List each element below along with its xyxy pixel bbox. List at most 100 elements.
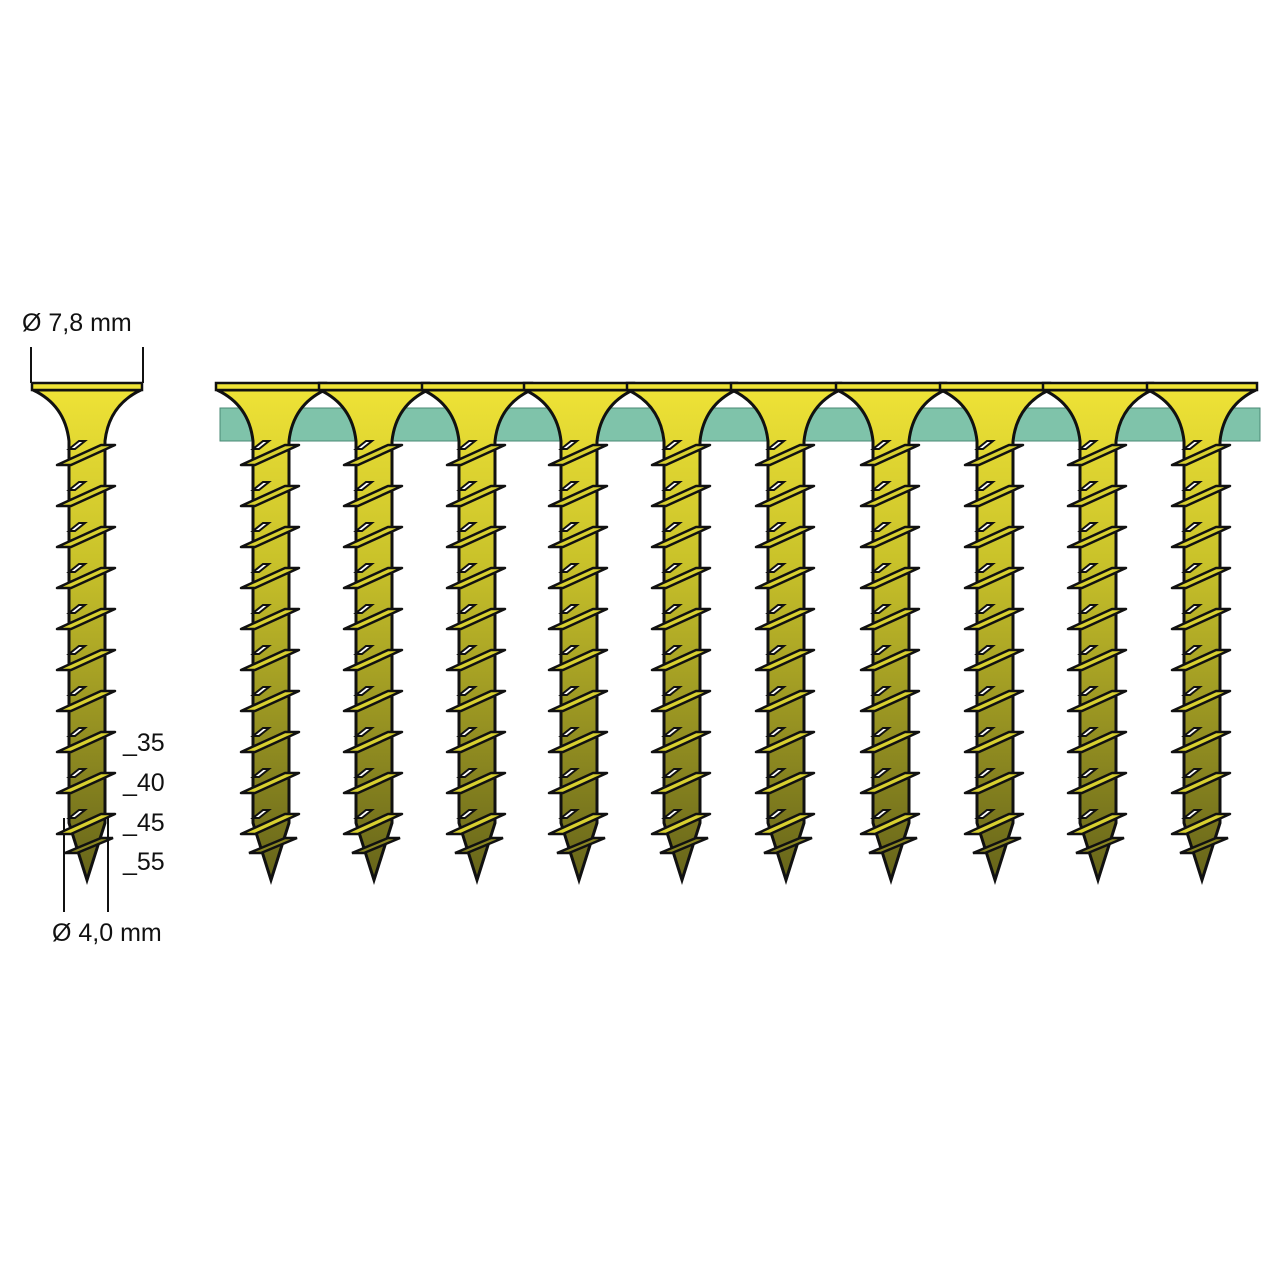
thread-back: [1181, 440, 1203, 450]
screw-head: [834, 381, 948, 392]
thread-back: [353, 604, 375, 614]
thread-back: [870, 686, 892, 696]
thread-back: [558, 522, 580, 532]
thread-back: [870, 481, 892, 491]
thread-back: [558, 481, 580, 491]
thread-back: [353, 727, 375, 737]
thread-back: [765, 522, 787, 532]
thread-back: [66, 604, 88, 614]
thread-back: [353, 563, 375, 573]
thread-back: [974, 645, 996, 655]
screw-thread: [754, 484, 816, 508]
screw-thread: [445, 689, 507, 713]
screw-thread: [963, 566, 1025, 590]
screw-thread: [445, 730, 507, 754]
screw-thread: [1170, 566, 1232, 590]
length-label-45: _45: [123, 809, 165, 837]
screw-shank: [1043, 388, 1153, 885]
screw-thread: [239, 607, 301, 631]
thread-back: [1077, 809, 1099, 819]
screw-shank: [731, 388, 841, 885]
thread-back: [661, 481, 683, 491]
screw-thread: [1066, 525, 1128, 549]
screw-thread: [754, 607, 816, 631]
screw-thread: [963, 689, 1025, 713]
thread-back: [1181, 481, 1203, 491]
thread-back: [456, 604, 478, 614]
thread-back: [870, 727, 892, 737]
screw-thread: [342, 689, 404, 713]
screw-thread: [1170, 607, 1232, 631]
screw-thread: [55, 648, 117, 672]
thread-back: [66, 727, 88, 737]
thread-back: [765, 604, 787, 614]
screw-thread: [547, 730, 609, 754]
thread-back: [558, 809, 580, 819]
screw-thread: [659, 836, 709, 855]
screw-thread: [55, 484, 117, 508]
thread-back: [765, 645, 787, 655]
thread-back: [250, 686, 272, 696]
screw-thread: [1066, 443, 1128, 467]
thread-back: [661, 727, 683, 737]
thread-back: [1077, 686, 1099, 696]
thread-back: [661, 768, 683, 778]
thread-back: [1181, 604, 1203, 614]
screw-thread: [650, 607, 712, 631]
thread-back: [765, 563, 787, 573]
screw-thread: [547, 566, 609, 590]
screw-thread: [1066, 689, 1128, 713]
screw-thread: [754, 443, 816, 467]
thread-back: [456, 809, 478, 819]
screw-thread: [547, 443, 609, 467]
screw-thread: [342, 484, 404, 508]
shank-diameter-label: Ø 4,0 mm: [52, 919, 162, 947]
thread-back: [66, 563, 88, 573]
screw-thread: [972, 836, 1022, 855]
screw-thread: [859, 812, 921, 836]
screw-shank: [524, 388, 634, 885]
length-label-55: _55: [123, 848, 165, 876]
screw-thread: [754, 771, 816, 795]
screw-thread: [239, 812, 301, 836]
thread-back: [765, 768, 787, 778]
screw-shank: [32, 388, 142, 885]
strip-screw-5: [625, 381, 739, 885]
screw-thread: [556, 836, 606, 855]
screw-thread: [64, 836, 114, 855]
screw-thread: [1170, 525, 1232, 549]
screw-thread: [55, 566, 117, 590]
screw-thread: [859, 484, 921, 508]
screw-thread: [963, 607, 1025, 631]
thread-back: [1077, 727, 1099, 737]
thread-back: [1077, 604, 1099, 614]
thread-back: [765, 686, 787, 696]
thread-back: [870, 809, 892, 819]
thread-back: [250, 481, 272, 491]
screw-thread: [342, 607, 404, 631]
thread-back: [870, 645, 892, 655]
screw-thread: [445, 607, 507, 631]
strip-screw-3: [420, 381, 534, 885]
screw-thread: [248, 836, 298, 855]
thread-back: [250, 727, 272, 737]
screw-thread: [754, 566, 816, 590]
thread-back: [1077, 522, 1099, 532]
thread-back: [661, 563, 683, 573]
thread-back: [870, 768, 892, 778]
thread-back: [456, 522, 478, 532]
screw-thread: [445, 525, 507, 549]
screw-thread: [55, 689, 117, 713]
thread-back: [1077, 645, 1099, 655]
screw-thread: [868, 836, 918, 855]
thread-back: [558, 768, 580, 778]
thread-back: [353, 686, 375, 696]
thread-back: [1077, 768, 1099, 778]
strip-screw-6: [729, 381, 843, 885]
thread-back: [661, 809, 683, 819]
screw-thread: [963, 812, 1025, 836]
thread-back: [250, 522, 272, 532]
thread-back: [250, 768, 272, 778]
thread-back: [558, 727, 580, 737]
screw-thread: [1066, 648, 1128, 672]
